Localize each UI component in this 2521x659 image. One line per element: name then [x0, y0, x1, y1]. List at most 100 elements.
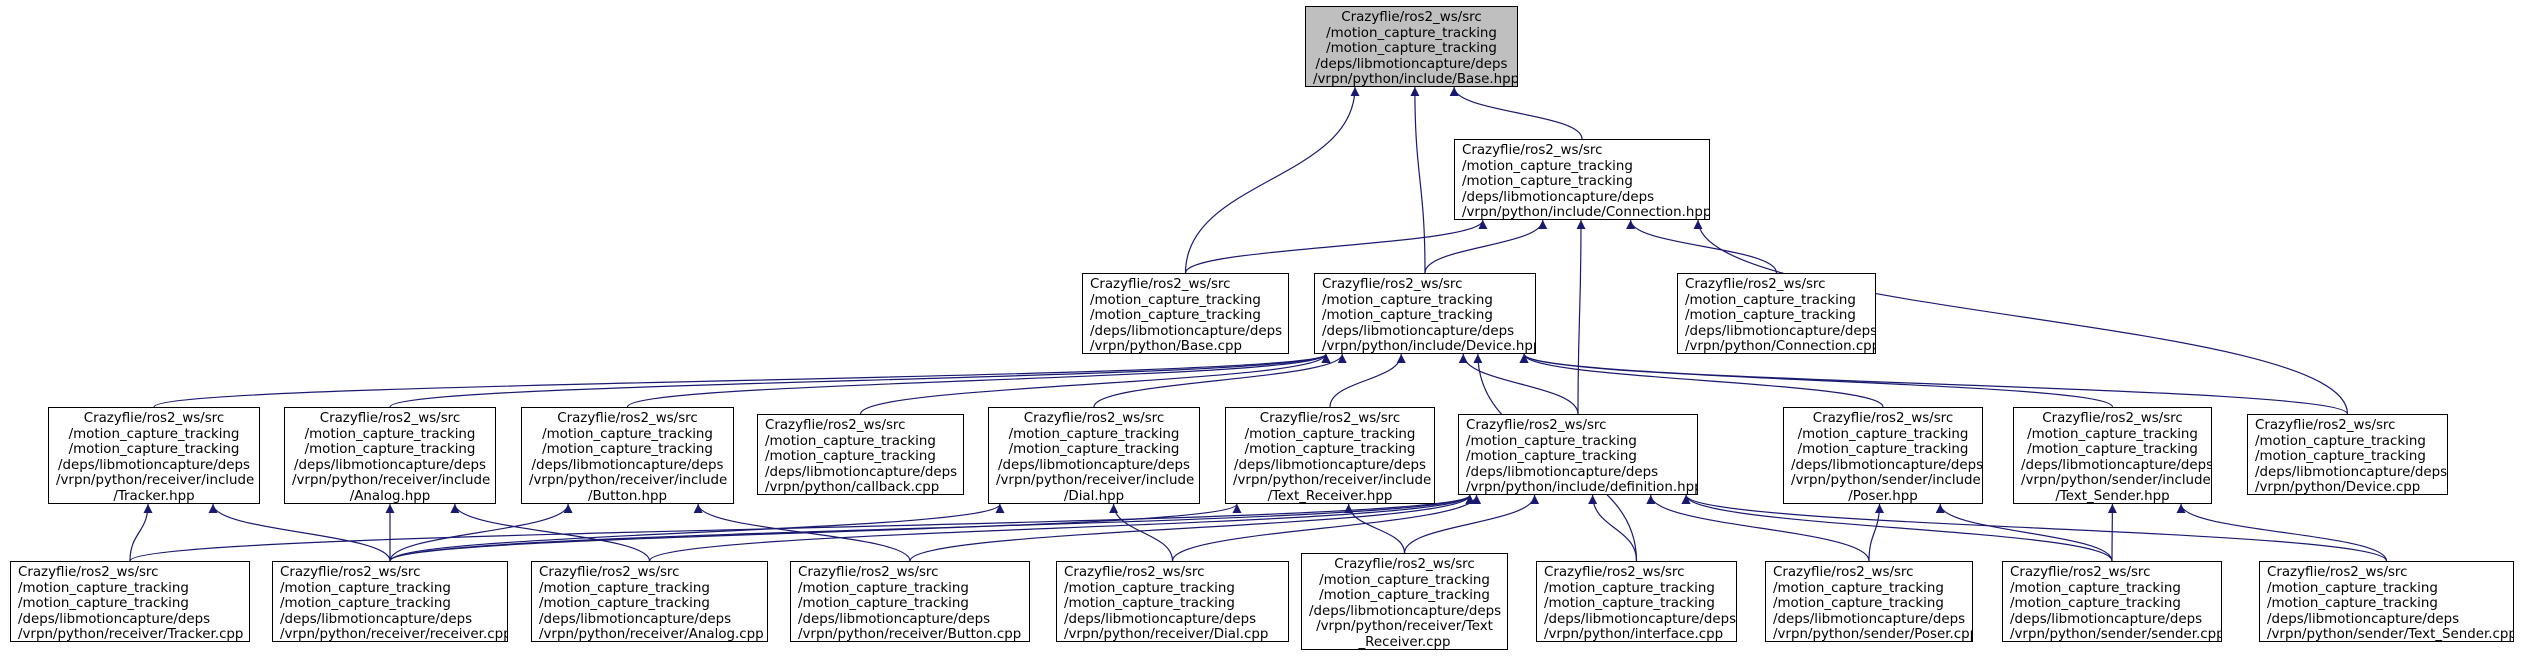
edge-button_cpp-to-definition_hpp — [909, 494, 1475, 562]
node-label-line: /motion_capture_tracking — [2027, 426, 2198, 442]
node-label-line: /motion_capture_tracking — [2255, 449, 2426, 465]
node-label-line: /deps/libmotioncapture/deps — [1233, 457, 1427, 473]
edge-tracker_cpp-to-definition_hpp — [129, 494, 1475, 562]
node-label-line: /Tracker.hpp — [113, 488, 195, 504]
node-label-line: /Dial.hpp — [1063, 488, 1125, 504]
edge-tracker_cpp-to-tracker_hpp — [129, 503, 153, 562]
node-label-line: /motion_capture_tracking — [1090, 292, 1261, 308]
node-label-line: /deps/libmotioncapture/deps — [1791, 457, 1983, 473]
node-label-line: /deps/libmotioncapture/deps — [1090, 323, 1283, 339]
node-label-line: /deps/libmotioncapture/deps — [1544, 611, 1737, 627]
node-sender-cpp[interactable]: Crazyflie/ros2_ws/src/motion_capture_tra… — [2002, 561, 2222, 642]
node-button-cpp[interactable]: Crazyflie/ros2_ws/src/motion_capture_tra… — [790, 561, 1030, 642]
node-label-line: /deps/libmotioncapture/deps — [1462, 189, 1655, 205]
node-connection-cpp[interactable]: Crazyflie/ros2_ws/src/motion_capture_tra… — [1677, 273, 1876, 354]
node-label-line: /motion_capture_tracking — [280, 580, 451, 596]
edge-poser_hpp-to-device_hpp — [1519, 353, 1884, 408]
node-label-line: /motion_capture_tracking — [2010, 596, 2181, 612]
edge-definition_hpp-to-connection_hpp — [1576, 219, 1586, 415]
node-device-cpp[interactable]: Crazyflie/ros2_ws/src/motion_capture_tra… — [2247, 414, 2448, 495]
node-label-line: /vrpn/python/receiver/receiver.cpp — [280, 627, 508, 642]
node-label-line: Crazyflie/ros2_ws/src — [539, 565, 680, 580]
node-label-line: /motion_capture_tracking — [1773, 596, 1944, 612]
node-label-line: /motion_capture_tracking — [1090, 308, 1261, 324]
node-base-hpp[interactable]: Crazyflie/ros2_ws/src/motion_capture_tra… — [1305, 6, 1518, 87]
node-label-line: /vrpn/python/receiver/include — [292, 473, 491, 489]
node-label-line: /motion_capture_tracking — [68, 442, 240, 458]
edge-receiver_cpp-to-tracker_hpp — [208, 503, 391, 562]
node-label-line: Crazyflie/ros2_ws/src — [1259, 411, 1401, 426]
node-analog-hpp[interactable]: Crazyflie/ros2_ws/src/motion_capture_tra… — [284, 407, 496, 504]
node-label-line: /vrpn/python/receiver/Tracker.cpp — [18, 627, 244, 642]
node-label-line: /motion_capture_tracking — [1685, 308, 1856, 324]
edge-text_receiver_hpp-to-device_hpp — [1329, 353, 1406, 408]
node-label-line: /motion_capture_tracking — [304, 442, 476, 458]
edge-text_receiver_cpp-to-definition_hpp — [1403, 494, 1540, 554]
node-label-line: /deps/libmotioncapture/deps — [1064, 611, 1257, 627]
node-device-hpp[interactable]: Crazyflie/ros2_ws/src/motion_capture_tra… — [1314, 273, 1536, 354]
node-label-line: /vrpn/python/receiver/include — [1233, 473, 1432, 489]
node-label-line: /motion_capture_tracking — [1319, 588, 1490, 604]
edge-sender_cpp-to-poser_hpp — [1935, 503, 2113, 562]
node-text-sender-hpp[interactable]: Crazyflie/ros2_ws/src/motion_capture_tra… — [2013, 407, 2212, 504]
node-base-cpp[interactable]: Crazyflie/ros2_ws/src/motion_capture_tra… — [1082, 273, 1289, 354]
node-label-line: /vrpn/python/include/Connection.hpp — [1462, 205, 1710, 220]
node-label-line: Crazyflie/ros2_ws/src — [1462, 143, 1603, 158]
node-label-line: /vrpn/python/receiver/Text — [1316, 619, 1493, 635]
node-label-line: /motion_capture_tracking — [1244, 426, 1416, 442]
edge-device_hpp-to-connection_hpp — [1424, 219, 1548, 274]
node-label-line: /vrpn/python/receiver/Button.cpp — [798, 627, 1022, 642]
edge-tracker_hpp-to-device_hpp — [153, 353, 1331, 408]
node-poser-hpp[interactable]: Crazyflie/ros2_ws/src/motion_capture_tra… — [1783, 407, 1983, 504]
node-label-line: /motion_capture_tracking — [68, 426, 240, 442]
node-label-line: /vrpn/python/sender/include — [2021, 473, 2211, 489]
node-label-line: _Receiver.cpp — [1358, 634, 1451, 650]
node-label-line: /deps/libmotioncapture/deps — [1685, 323, 1876, 339]
node-dial-cpp[interactable]: Crazyflie/ros2_ws/src/motion_capture_tra… — [1056, 561, 1289, 642]
node-analog-cpp[interactable]: Crazyflie/ros2_ws/src/motion_capture_tra… — [531, 561, 768, 642]
edge-device_hpp-to-base_hpp — [1410, 86, 1426, 274]
edge-poser_cpp-to-definition_hpp — [1646, 494, 1870, 562]
node-label-line: /motion_capture_tracking — [765, 449, 936, 465]
node-label-line: /vrpn/python/receiver/include — [56, 473, 255, 489]
node-interface-cpp[interactable]: Crazyflie/ros2_ws/src/motion_capture_tra… — [1536, 561, 1737, 642]
node-text-receiver-hpp[interactable]: Crazyflie/ros2_ws/src/motion_capture_tra… — [1225, 407, 1435, 504]
node-tracker-cpp[interactable]: Crazyflie/ros2_ws/src/motion_capture_tra… — [10, 561, 250, 642]
node-label-line: /motion_capture_tracking — [1685, 292, 1856, 308]
node-label-line: /motion_capture_tracking — [1326, 25, 1497, 41]
node-label-line: /motion_capture_tracking — [1462, 174, 1633, 190]
node-tracker-hpp[interactable]: Crazyflie/ros2_ws/src/motion_capture_tra… — [48, 407, 260, 504]
node-definition-hpp[interactable]: Crazyflie/ros2_ws/src/motion_capture_tra… — [1458, 414, 1698, 495]
node-label-line: /deps/libmotioncapture/deps — [539, 611, 732, 627]
node-label-line: /Text_Receiver.hpp — [1267, 488, 1393, 504]
edge-interface_cpp-to-definition_hpp — [1588, 494, 1638, 562]
node-label-line: /motion_capture_tracking — [1244, 442, 1416, 458]
node-label-line: /motion_capture_tracking — [18, 580, 189, 596]
node-label-line: Crazyflie/ros2_ws/src — [1090, 277, 1231, 292]
node-dial-hpp[interactable]: Crazyflie/ros2_ws/src/motion_capture_tra… — [988, 407, 1200, 504]
edge-device_cpp-to-device_hpp — [1519, 353, 2349, 415]
edge-receiver_cpp-to-button_hpp — [389, 503, 573, 562]
node-label-line: /motion_capture_tracking — [539, 596, 710, 612]
node-callback-cpp[interactable]: Crazyflie/ros2_ws/src/motion_capture_tra… — [757, 414, 964, 495]
node-poser-cpp[interactable]: Crazyflie/ros2_ws/src/motion_capture_tra… — [1765, 561, 1973, 642]
node-label-line: /vrpn/python/Device.cpp — [2255, 480, 2421, 495]
node-label-line: /motion_capture_tracking — [542, 426, 713, 442]
edge-definition_hpp-to-device_hpp — [1458, 353, 1579, 415]
edge-sender_cpp-to-definition_hpp — [1681, 494, 2113, 562]
node-label-line: /motion_capture_tracking — [1008, 426, 1180, 442]
node-label-line: /vrpn/python/include/definition.hpp — [1466, 480, 1698, 495]
node-label-line: /motion_capture_tracking — [798, 580, 969, 596]
edge-button_hpp-to-device_hpp — [626, 353, 1331, 408]
node-label-line: /motion_capture_tracking — [1064, 580, 1235, 596]
node-label-line: /motion_capture_tracking — [1466, 449, 1637, 465]
node-label-line: /vrpn/python/receiver/include — [996, 473, 1195, 489]
node-text-receiver-cpp[interactable]: Crazyflie/ros2_ws/src/motion_capture_tra… — [1301, 553, 1508, 650]
node-connection-hpp[interactable]: Crazyflie/ros2_ws/src/motion_capture_tra… — [1454, 139, 1710, 220]
node-button-hpp[interactable]: Crazyflie/ros2_ws/src/motion_capture_tra… — [521, 407, 734, 504]
node-label-line: /motion_capture_tracking — [2010, 580, 2181, 596]
node-receiver-cpp[interactable]: Crazyflie/ros2_ws/src/motion_capture_tra… — [272, 561, 508, 642]
node-text-sender-cpp[interactable]: Crazyflie/ros2_ws/src/motion_capture_tra… — [2259, 561, 2514, 642]
node-label-line: /vrpn/python/interface.cpp — [1544, 627, 1724, 642]
